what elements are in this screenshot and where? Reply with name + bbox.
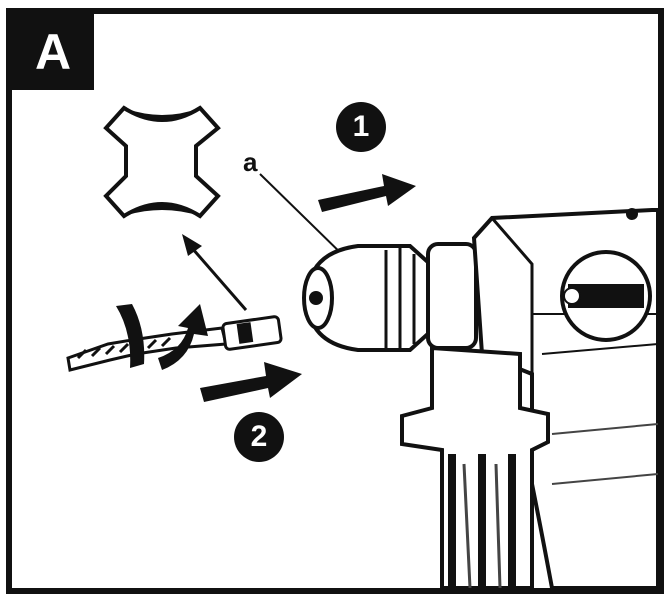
rotary-hammer-icon (302, 208, 658, 588)
push-arrow-icon (200, 362, 302, 402)
panel-label: A (12, 14, 94, 90)
step-1-badge: 1 (336, 102, 386, 152)
panel-frame: A 1 2 a (6, 8, 664, 594)
illustration (66, 105, 658, 588)
twist-arrow-icon (116, 304, 208, 370)
mode-selector-icon (560, 250, 652, 342)
callout-leader (259, 173, 353, 265)
callout-label: a (243, 147, 258, 177)
step-2-badge: 2 (234, 412, 284, 462)
pull-arrow-icon (318, 174, 416, 212)
shank-profile-icon (103, 105, 221, 219)
pointer-arrow (182, 234, 248, 311)
